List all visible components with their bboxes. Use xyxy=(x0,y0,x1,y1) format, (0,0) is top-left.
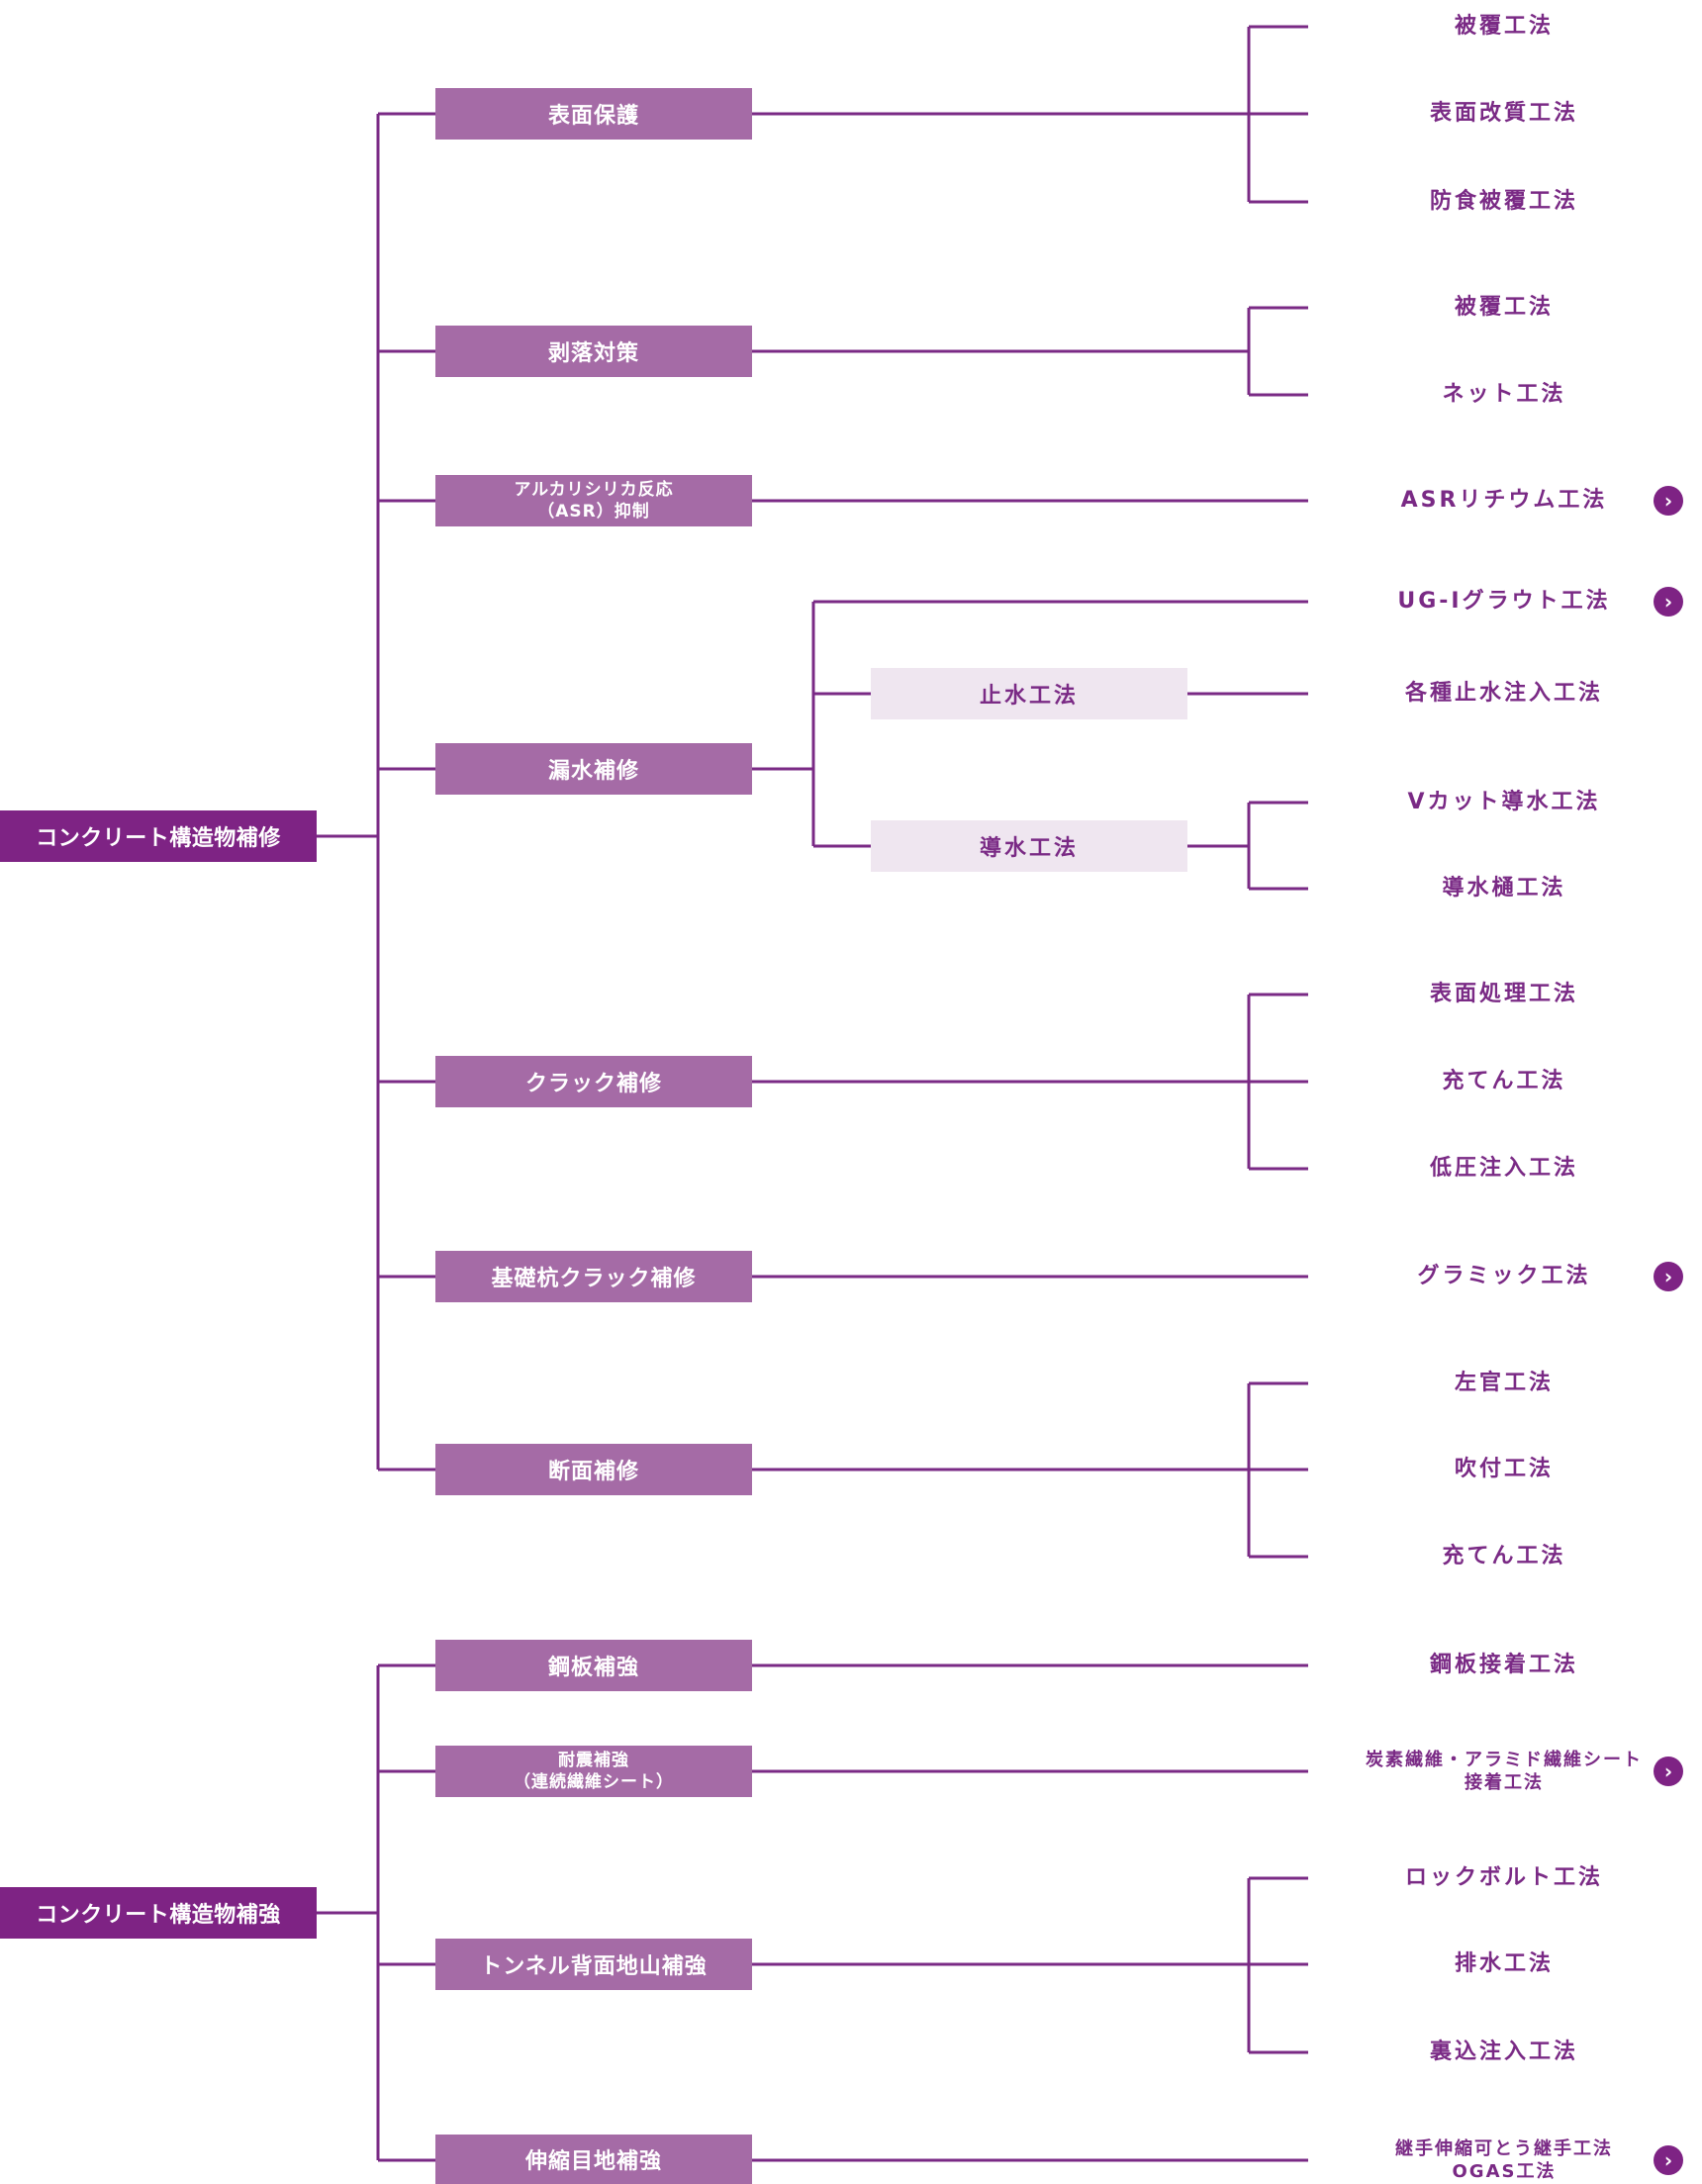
category-asr: アルカリシリカ反応（ASR）抑制 xyxy=(435,475,752,526)
method-rock-bolt: ロックボルト工法 xyxy=(1404,1865,1603,1890)
method-fiber-sheet[interactable]: 炭素繊維・アラミド繊維シート接着工法 xyxy=(1366,1750,1643,1793)
method-filling-1: 充てん工法 xyxy=(1442,1069,1566,1093)
method-filling-2: 充てん工法 xyxy=(1442,1544,1566,1568)
method-surface-treatment: 表面処理工法 xyxy=(1429,982,1578,1006)
method-surface-modification: 表面改質工法 xyxy=(1429,101,1578,126)
category-joint: 伸縮目地補強 xyxy=(435,2135,752,2184)
subcategory-water-guide: 導水工法 xyxy=(871,820,1187,872)
method-low-pressure: 低圧注入工法 xyxy=(1429,1156,1578,1181)
chevron-right-icon[interactable]: › xyxy=(1654,486,1683,516)
method-steel-bonding: 鋼板接着工法 xyxy=(1429,1653,1578,1677)
category-section: 断面補修 xyxy=(435,1444,752,1495)
chevron-right-icon[interactable]: › xyxy=(1654,1262,1683,1291)
chevron-right-icon[interactable]: › xyxy=(1654,1757,1683,1786)
category-leakage: 漏水補修 xyxy=(435,743,752,795)
method-coating-1: 被覆工法 xyxy=(1454,14,1554,39)
method-plastering: 左官工法 xyxy=(1454,1371,1554,1395)
subcategory-water-stop: 止水工法 xyxy=(871,668,1187,719)
method-v-cut: Vカット導水工法 xyxy=(1407,790,1601,814)
method-asr-lithium[interactable]: ASRリチウム工法 xyxy=(1400,488,1608,513)
chevron-right-icon[interactable]: › xyxy=(1654,2145,1683,2175)
category-pile-crack: 基礎杭クラック補修 xyxy=(435,1251,752,1302)
root-repair-box: コンクリート構造物補修 xyxy=(0,810,317,862)
category-tunnel: トンネル背面地山補強 xyxy=(435,1939,752,1990)
method-gramick[interactable]: グラミック工法 xyxy=(1417,1264,1591,1288)
method-spraying: 吹付工法 xyxy=(1454,1457,1554,1481)
category-surface-protection: 表面保護 xyxy=(435,88,752,140)
method-drainage: 排水工法 xyxy=(1454,1951,1554,1976)
method-anticorrosion: 防食被覆工法 xyxy=(1429,189,1578,214)
category-seismic: 耐震補強（連続繊維シート） xyxy=(435,1746,752,1797)
method-backfill: 裏込注入工法 xyxy=(1429,2040,1578,2064)
category-spalling: 剥落対策 xyxy=(435,326,752,377)
method-gutter: 導水樋工法 xyxy=(1442,876,1566,901)
method-injection: 各種止水注入工法 xyxy=(1404,681,1603,706)
method-coating-2: 被覆工法 xyxy=(1454,295,1554,320)
root-strengthen-box: コンクリート構造物補強 xyxy=(0,1887,317,1939)
category-crack: クラック補修 xyxy=(435,1056,752,1107)
method-ug-grout[interactable]: UG-Ⅰグラウト工法 xyxy=(1397,589,1611,614)
category-steel-plate: 鋼板補強 xyxy=(435,1640,752,1691)
method-net: ネット工法 xyxy=(1442,382,1566,407)
chevron-right-icon[interactable]: › xyxy=(1654,587,1683,617)
